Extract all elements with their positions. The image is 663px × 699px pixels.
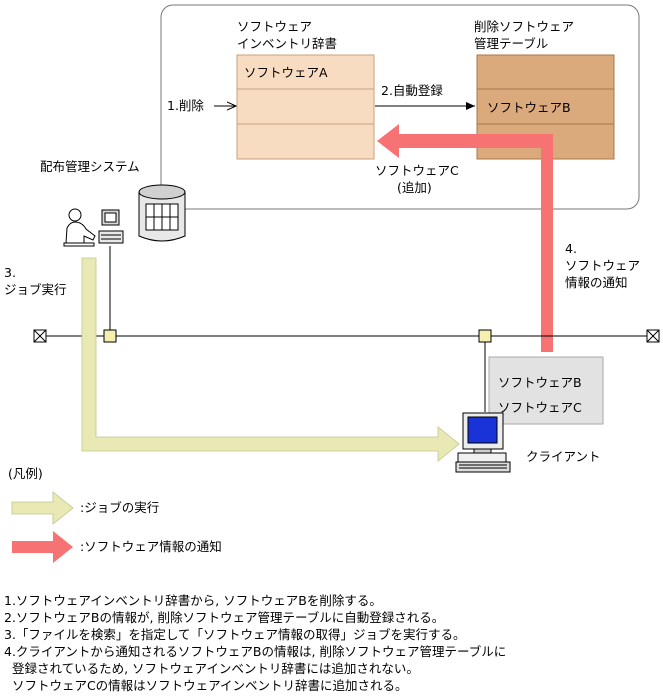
client-software-b: ソフトウェアB xyxy=(498,375,582,390)
step-4-label-2: ソフトウェア xyxy=(565,258,641,273)
step-3-label-2: ジョブ実行 xyxy=(4,282,67,297)
legend-job-arrow xyxy=(11,491,74,525)
lan-terminator-right xyxy=(646,329,660,343)
note-1: 1.ソフトウェアインベントリ辞書から, ソフトウェアBを削除する。 xyxy=(4,593,382,608)
step-1-label: 1.削除 xyxy=(167,98,204,113)
note-2: 2.ソフトウェアBの情報が, 削除ソフトウェア管理テーブルに自動登録される。 xyxy=(4,610,445,625)
legend-notify-label: :ソフトウェア情報の通知 xyxy=(80,539,222,554)
client-software-box xyxy=(488,356,604,425)
note-4a: 4.クライアントから通知されるソフトウェアBの情報は, 削除ソフトウェア管理テー… xyxy=(4,644,507,659)
deleted-table-title-2: 管理テーブル xyxy=(474,36,549,51)
inventory-title-1: ソフトウェア xyxy=(237,19,313,34)
notify-arrow xyxy=(377,124,553,352)
deleted-table-row-software-b: ソフトウェアB xyxy=(487,100,571,115)
client-pc-icon xyxy=(455,412,511,473)
inventory-row-software-a: ソフトウェアA xyxy=(244,65,328,80)
lan-node-server xyxy=(103,329,117,343)
inventory-title-2: インベントリ辞書 xyxy=(237,36,338,51)
step-4-label-3: 情報の通知 xyxy=(565,275,628,290)
job-arrow xyxy=(81,257,460,462)
legend-title: (凡例) xyxy=(8,466,43,481)
software-c-label: ソフトウェアC xyxy=(375,163,459,178)
step-3-label-1: 3. xyxy=(4,265,16,280)
database-icon xyxy=(138,184,186,242)
legend-notify-arrow xyxy=(12,531,73,563)
system-title: 配布管理システム xyxy=(40,159,140,174)
lan-node-client xyxy=(478,329,492,343)
deleted-table-title-1: 削除ソフトウェア xyxy=(474,19,575,34)
note-3: 3.「ファイルを検索」を指定して「ソフトウェア情報の取得」ジョブを実行する。 xyxy=(4,627,466,642)
note-4b: 登録されているため, ソフトウェアインベントリ辞書には追加されない。 xyxy=(4,661,419,676)
step-4-label-1: 4. xyxy=(565,241,577,256)
note-4c: ソフトウェアCの情報はソフトウェアインベントリ辞書に追加される。 xyxy=(4,678,408,693)
inventory-table xyxy=(236,54,375,160)
software-c-added-label: (追加) xyxy=(397,180,432,195)
legend-job-label: :ジョブの実行 xyxy=(80,500,160,515)
server-terminal-icon xyxy=(98,209,124,244)
lan-terminator-left xyxy=(33,329,47,343)
step-2-label: 2.自動登録 xyxy=(381,83,443,98)
operator-person-icon xyxy=(63,208,96,247)
client-label: クライアント xyxy=(526,449,601,464)
client-software-c: ソフトウェアC xyxy=(498,400,582,415)
